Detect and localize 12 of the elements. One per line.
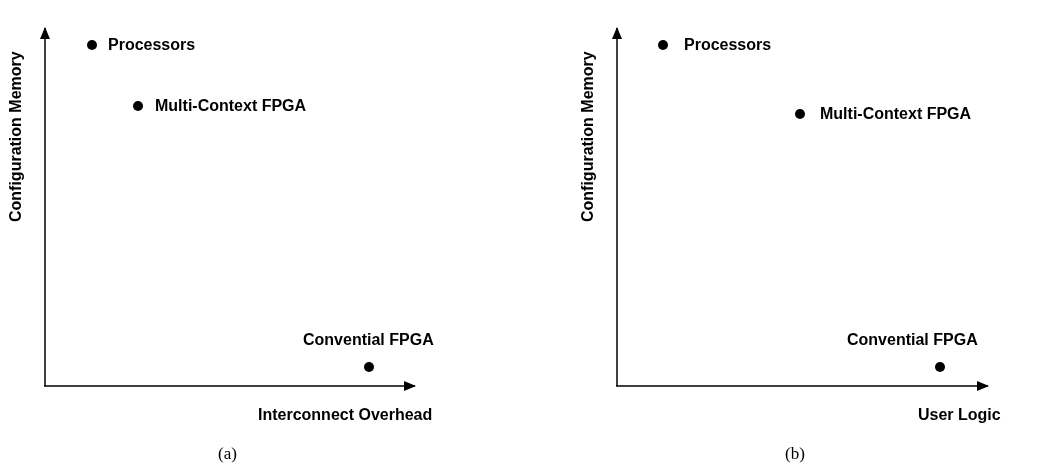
point-label: Processors xyxy=(684,36,772,54)
panel-caption: (b) xyxy=(785,445,805,463)
axis-title: Configuration Memory xyxy=(7,51,25,222)
point-label: Multi-Context FPGA xyxy=(820,105,972,123)
point-label: Convential FPGA xyxy=(847,331,978,349)
point-label: Processors xyxy=(108,36,196,54)
axis-title: Interconnect Overhead xyxy=(258,406,433,424)
axis-title: Configuration Memory xyxy=(579,51,597,222)
point-label: Convential FPGA xyxy=(303,331,434,349)
panel-caption: (a) xyxy=(218,445,237,463)
axis-title: User Logic xyxy=(918,406,1001,424)
point-label: Multi-Context FPGA xyxy=(155,97,307,115)
